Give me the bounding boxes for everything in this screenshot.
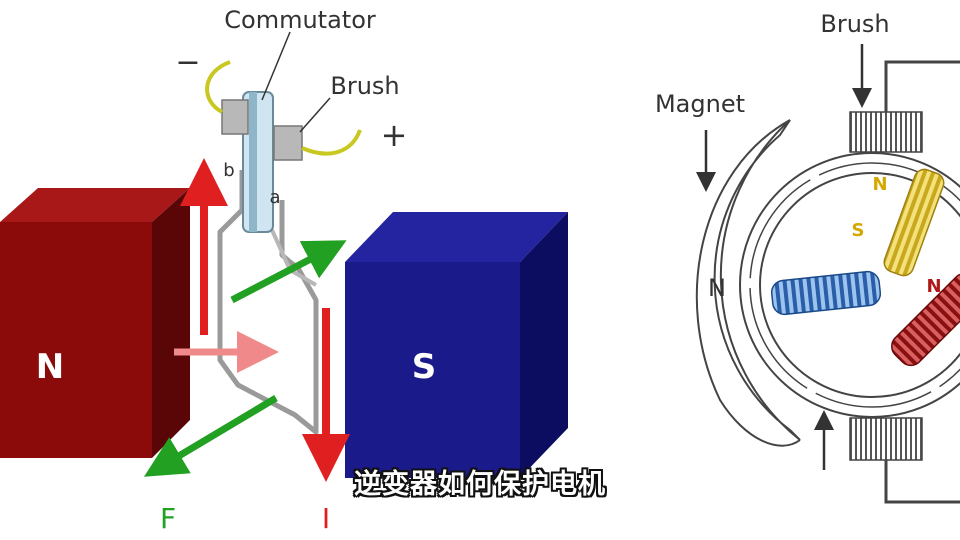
segment-b-label: b <box>223 160 234 181</box>
brush-top-label: Brush <box>820 10 889 38</box>
video-subtitle: 逆变器如何保护电机 <box>354 469 606 500</box>
commutator-pointer <box>261 31 291 101</box>
brush-pointer <box>299 97 331 133</box>
commutator <box>221 91 303 233</box>
lead-wire-negative <box>205 60 231 114</box>
force-label: F <box>160 502 176 535</box>
commutator-label: Commutator <box>224 6 376 34</box>
lead-wire-positive <box>301 129 362 156</box>
plus-sign: + <box>381 116 408 154</box>
motor-cross-section: Brush Magnet N N S N <box>655 10 960 504</box>
dc-motor-illustration: Commutator Brush − + b a N S F I <box>0 6 568 535</box>
coil-blue <box>770 270 882 316</box>
force-arrow-down <box>143 394 278 477</box>
coil-top-n-label: N <box>872 174 887 195</box>
brush-bottom <box>849 417 923 461</box>
coil-yellow <box>883 168 945 277</box>
coil-top-s-label: S <box>852 220 865 241</box>
south-magnet <box>345 212 568 478</box>
supply-wire-bottom <box>884 460 960 504</box>
magnet-north-label: N <box>708 274 726 302</box>
coil-red <box>891 272 960 367</box>
magnet-label: Magnet <box>655 90 745 118</box>
minus-sign: − <box>175 45 200 80</box>
magnet-arc-left <box>713 119 801 441</box>
current-label: I <box>322 502 330 535</box>
brush-top <box>849 111 923 153</box>
brush-label: Brush <box>330 72 399 100</box>
segment-a-label: a <box>269 187 280 208</box>
north-pole-label: N <box>36 347 64 387</box>
south-pole-label: S <box>412 347 437 387</box>
supply-wire-top <box>884 60 960 112</box>
force-arrow-up <box>230 240 347 304</box>
coil-right-n-label: N <box>926 276 941 297</box>
north-magnet <box>0 188 190 458</box>
